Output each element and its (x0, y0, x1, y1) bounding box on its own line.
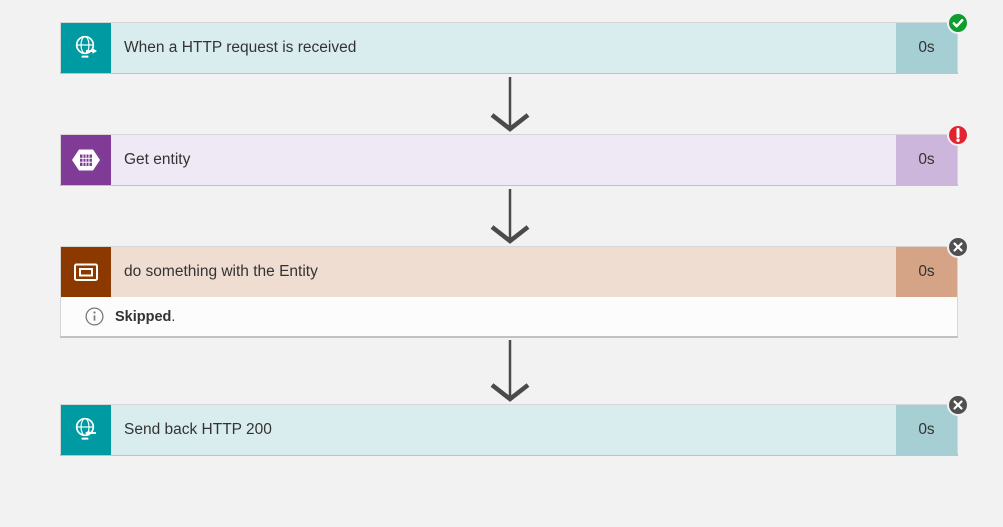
info-icon (85, 307, 104, 326)
http-response-icon (61, 405, 111, 455)
check-icon (952, 18, 964, 28)
step-duration: 0s (896, 247, 957, 297)
step-title: Get entity (111, 135, 896, 185)
status-message-text: Skipped. (115, 308, 176, 325)
connector-arrow-down (486, 340, 534, 402)
status-badge-skipped (947, 236, 969, 258)
connector-arrow-down (486, 77, 534, 132)
workflow-step-card-do-something[interactable]: do something with the Entity 0s Skipped. (60, 236, 969, 336)
step-header: Get entity 0s (61, 135, 957, 185)
step-duration: 0s (896, 135, 957, 185)
http-request-trigger-icon (61, 23, 111, 73)
connector-arrow-down (486, 189, 534, 244)
step-header: When a HTTP request is received 0s (61, 23, 957, 73)
azure-table-storage-icon (61, 135, 111, 185)
x-icon (953, 400, 963, 410)
step-title: Send back HTTP 200 (111, 405, 896, 455)
status-badge-failed (947, 124, 969, 146)
step-duration: 0s (896, 405, 957, 455)
exclamation-icon (956, 127, 960, 142)
step-header: do something with the Entity 0s (61, 247, 957, 297)
workflow-step-card-http-request-trigger[interactable]: When a HTTP request is received 0s (60, 12, 969, 73)
scope-icon (61, 247, 111, 297)
status-badge-skipped (947, 394, 969, 416)
step-duration: 0s (896, 23, 957, 73)
status-message-row: Skipped. (61, 297, 957, 336)
status-badge-succeeded (947, 12, 969, 34)
step-title: When a HTTP request is received (111, 23, 896, 73)
step-title: do something with the Entity (111, 247, 896, 297)
step-header: Send back HTTP 200 0s (61, 405, 957, 455)
x-icon (953, 242, 963, 252)
workflow-step-card-http-response[interactable]: Send back HTTP 200 0s (60, 394, 969, 455)
workflow-step-card-get-entity[interactable]: Get entity 0s (60, 124, 969, 185)
